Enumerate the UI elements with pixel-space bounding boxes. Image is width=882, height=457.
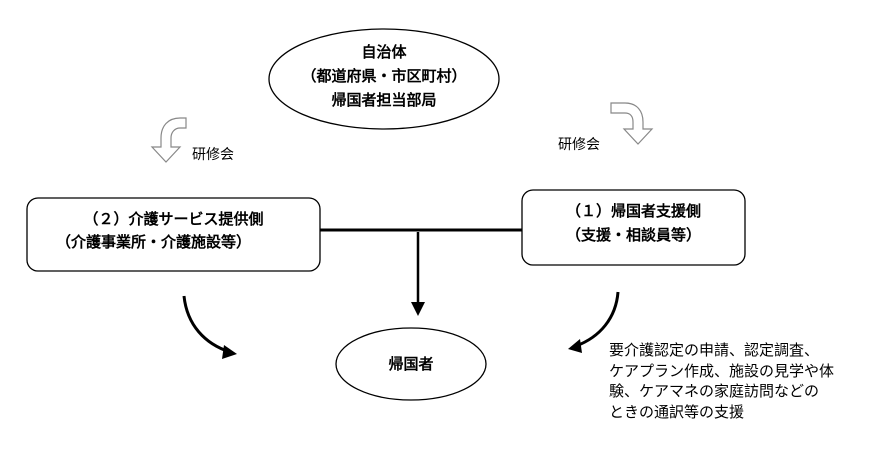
right-box [521,189,746,266]
center-node-label: 帰国者 [388,355,434,373]
right-box-line1: （１）帰国者支援側 [565,202,701,220]
down-arrow-head [411,302,425,316]
left-hollow-arrow [150,117,187,163]
center-node-ellipse [335,327,487,401]
right-training-label: 研修会 [558,137,600,153]
top-node-ellipse [268,28,500,130]
support-note: 要介護認定の申請、認定調査、 ケアプラン作成、施設の見学や体 験、ケアマネの家庭… [609,340,879,422]
support-note-line-2: ケアプラン作成、施設の見学や体 [609,361,835,380]
right-curved-arrow [575,291,620,348]
right-curved-arrow-head [568,339,582,353]
left-box-line1: （２）介護サービス提供側 [83,210,264,228]
support-note-line-4: ときの通訳等の支援 [609,402,745,421]
left-box [26,197,321,272]
top-node-line3: 帰国者担当部局 [331,91,437,109]
left-curved-arrow [182,295,231,354]
top-node-line1: 自治体 [361,43,407,61]
left-curved-arrow-head [222,345,237,359]
left-training-label: 研修会 [192,147,234,163]
top-node-line2: （都道府県・市区町村） [301,67,467,85]
right-hollow-arrow [610,102,654,145]
support-note-line-1: 要介護認定の申請、認定調査、 [609,341,820,359]
left-box-line2: （介護事業所・介護施設等） [55,233,251,251]
support-note-line-3: 験、ケアマネの家庭訪問などの [609,382,820,400]
right-box-line2: （支援・相談員等） [565,226,701,244]
